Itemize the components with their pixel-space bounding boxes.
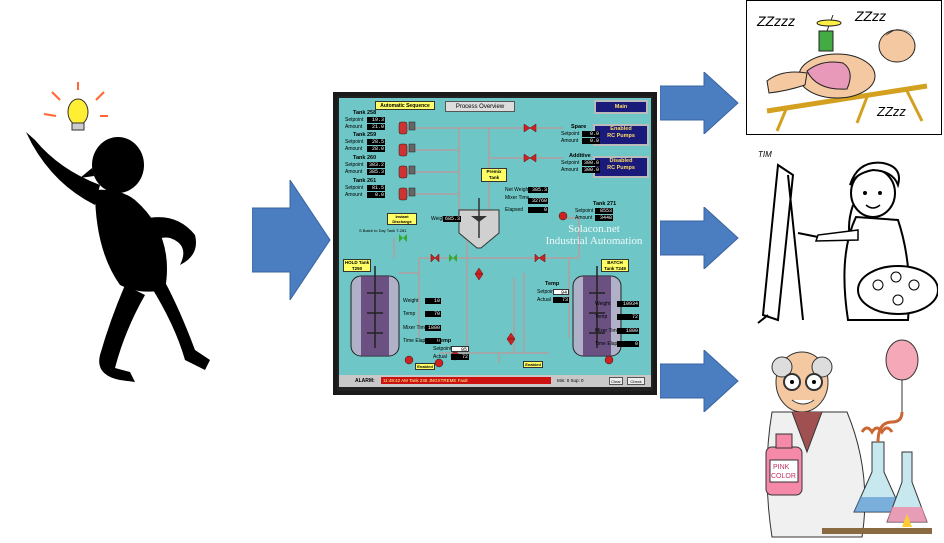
hold-tank-label: HOLD Tank T250 — [343, 259, 371, 272]
svg-text:ZZzz: ZZzz — [854, 8, 886, 24]
svg-text:ZZzz: ZZzz — [876, 104, 906, 119]
sleeping-man-icon: ZZzzz ZZzz ZZzz — [756, 8, 928, 132]
right-arrow-icon — [660, 72, 739, 134]
right-arrow-icon — [660, 207, 739, 269]
batch-tank-label: BATCH Tank T249 — [601, 259, 629, 272]
alarm-message: 11:48:42 AM Tank 245 JNGXTREME Fault — [381, 377, 551, 384]
sleeping-man-panel: ZZzzz ZZzz ZZzz — [746, 0, 942, 135]
hmi-screen: Automatic Sequence Process Overview Main… — [333, 92, 657, 395]
process-overview-panel: Automatic Sequence Process Overview Main… — [339, 98, 651, 387]
enable-pumps-button[interactable]: Enabled RC Pumps — [593, 124, 649, 146]
stick-figure-idea-icon — [26, 82, 210, 382]
mad-scientist-icon: PINK COLOR — [765, 339, 932, 538]
disable-pumps-button[interactable]: Disabled RC Pumps — [593, 156, 649, 178]
svg-text:PINK: PINK — [773, 464, 790, 471]
clear-button[interactable]: Clear — [609, 377, 623, 385]
instant-discharge-button[interactable]: Instant Discharge — [387, 213, 417, 225]
pipe-network — [350, 121, 622, 368]
screen-title: Process Overview — [445, 101, 515, 112]
right-arrow-icon — [252, 180, 331, 300]
lightbulb-icon — [43, 82, 108, 131]
check-button[interactable]: Check — [627, 377, 645, 385]
mode-label: Automatic Sequence — [375, 101, 435, 110]
enabled-badge[interactable]: Enabled — [415, 363, 435, 370]
main-button[interactable]: Main — [594, 100, 648, 114]
enabled-badge[interactable]: Enabled — [523, 361, 543, 368]
premix-tank-label: Premix Tank — [481, 168, 507, 182]
alarm-bar: ALARM: 11:48:42 AM Tank 245 JNGXTREME Fa… — [339, 375, 651, 387]
painter-artist-icon: TIM — [757, 150, 938, 324]
transfer-label: S Batch to Day Tank T-281 — [359, 228, 407, 233]
svg-text:ZZzzz: ZZzzz — [756, 13, 795, 29]
svg-text:COLOR: COLOR — [771, 473, 796, 480]
watermark: Solacon.net Industrial Automation — [545, 223, 643, 247]
svg-text:TIM: TIM — [758, 150, 772, 159]
right-arrow-icon — [660, 350, 739, 412]
